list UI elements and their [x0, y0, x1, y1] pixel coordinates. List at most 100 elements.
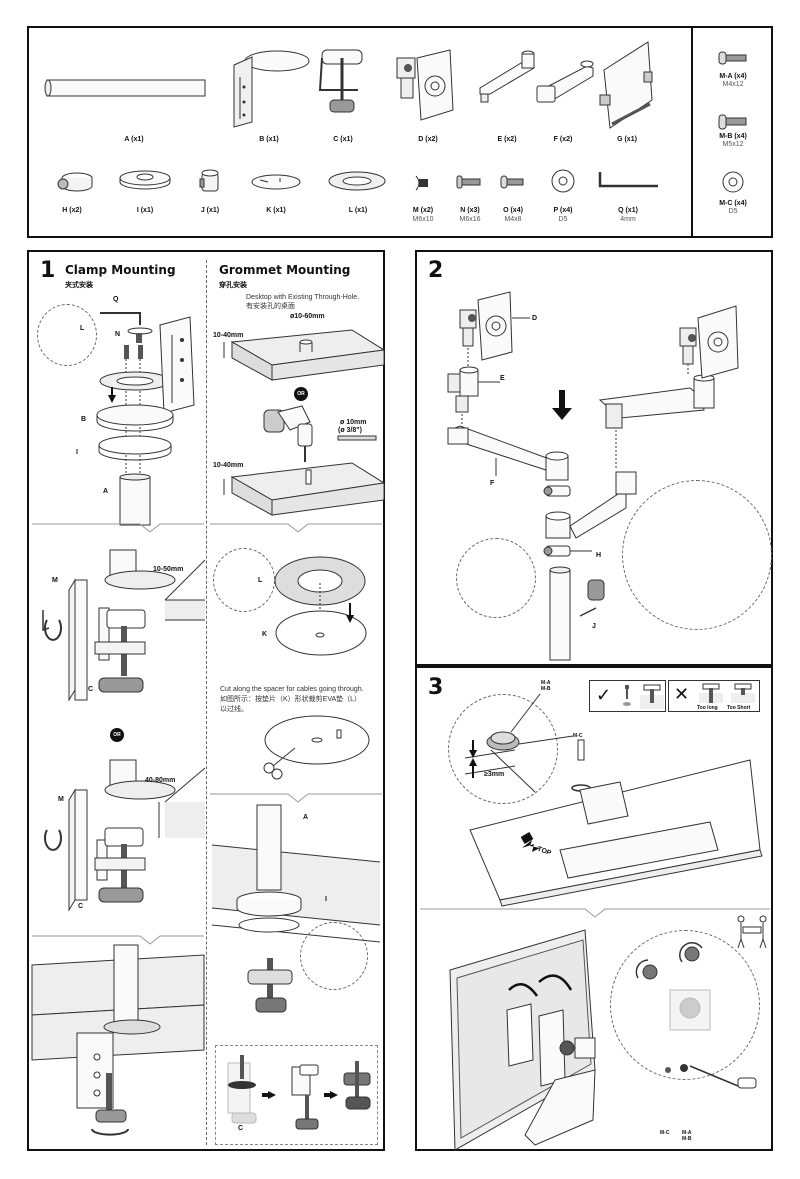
part-label-j: J (x1): [200, 207, 220, 214]
part-label-q: Q (x1): [618, 207, 638, 214]
part-a-pole: [44, 79, 206, 97]
part-label-e: E (x2): [497, 136, 517, 143]
part-spec-q: 4mm: [620, 216, 636, 223]
part-m-screw: [415, 175, 428, 191]
cut-note-cn-1: 如图所示：按垫片（K）形状裁剪EVA垫（L）: [220, 696, 362, 703]
callout-e: E: [500, 375, 505, 382]
screw-depth-detail: [464, 693, 574, 793]
cut-note-cn-2: 以过线。: [220, 706, 248, 713]
desk-drilled: [223, 462, 386, 516]
callout-q: Q: [113, 296, 119, 303]
part-label-mc: M-C (x4): [719, 200, 747, 207]
part-label-p: P (x4): [553, 207, 573, 214]
min-screw-depth: ≥3mm: [484, 771, 505, 778]
part-label-b: B (x1): [259, 136, 279, 143]
callout-c-2: C: [78, 903, 84, 910]
vesa-screw-detail: [635, 942, 757, 1089]
callout-mab-2: M-A M-B: [682, 1130, 691, 1142]
part-p-washer: [551, 169, 575, 193]
part-label-g: G (x1): [617, 136, 637, 143]
part-label-i: I (x1): [136, 207, 154, 214]
section-divider-chevron-5: [420, 908, 770, 918]
part-j-cable-clip: [199, 169, 219, 192]
part-k-spacer: [251, 174, 301, 190]
part-spec-p: D5: [558, 216, 568, 223]
part-label-mb: M-B (x4): [719, 133, 747, 140]
callout-n: N: [115, 331, 121, 338]
monitor-mount-diagram: [449, 929, 596, 1151]
clamp-range-10-50: 10-50mm: [153, 566, 184, 573]
part-spec-mc: D5: [728, 208, 738, 215]
part-g-cover: [599, 41, 653, 129]
callout-l: L: [80, 325, 85, 332]
screw-too-short-icon: [731, 683, 755, 703]
grommet-note-en: Desktop with Existing Through-Hole.: [246, 294, 360, 301]
grommet-install-diagram: [211, 804, 381, 1013]
grommet-note-cn: 有安装孔的桌面: [246, 303, 295, 310]
part-ma-screw: [718, 51, 747, 65]
clamp-install-10-50: [42, 549, 206, 702]
part-c-clamp: [318, 49, 363, 113]
detail-circle-collar: [456, 538, 536, 618]
callout-l-grommet: L: [258, 577, 263, 584]
grommet-mounting-title-cn: 穿孔安装: [219, 282, 247, 289]
check-icon: ✓: [596, 685, 612, 705]
detail-circle-vesa-screws: [610, 930, 760, 1080]
clamp-mounting-title-cn: 夹式安装: [65, 282, 93, 289]
or-badge-grommet: OR: [294, 387, 308, 401]
cut-spacer-illustration: [263, 715, 370, 780]
parts-divider: [691, 27, 693, 237]
wrong-screw-box: ✕ Too long Too Short: [668, 680, 760, 712]
part-label-d: D (x2): [418, 136, 438, 143]
part-f-arm: [536, 60, 594, 103]
correct-screw-box: ✓: [589, 680, 666, 712]
cut-note-en: Cut along the spacer for cables going th…: [220, 686, 364, 693]
part-h-collar: [57, 172, 93, 192]
callout-a: A: [103, 488, 109, 495]
part-e-arm: [479, 50, 535, 103]
part-n-screw: [456, 175, 481, 189]
part-label-m: M (x2): [412, 207, 434, 214]
part-b-bracket: [233, 50, 310, 128]
part-label-k: K (x1): [266, 207, 286, 214]
callout-j: J: [592, 623, 596, 630]
clamp-mounting-title: Clamp Mounting: [65, 263, 176, 277]
detail-circle-l-grommet: [213, 548, 275, 612]
part-label-o: O (x4): [503, 207, 523, 214]
detail-box-clamp-conversion: [215, 1045, 378, 1145]
callout-mc-1: M-C: [573, 733, 583, 739]
screw-too-long-icon: [699, 683, 723, 703]
part-mc-washer: [722, 171, 744, 193]
part-spec-o: M4x8: [504, 216, 522, 223]
clamp-final-installed: [31, 944, 205, 1136]
step1-number: 1: [40, 258, 56, 283]
part-label-ma: M-A (x4): [719, 73, 747, 80]
too-short-label: Too Short: [727, 705, 751, 711]
part-spec-ma: M4x12: [722, 81, 744, 88]
callout-mb: M-B: [541, 686, 551, 692]
part-spec-mb: M5x12: [722, 141, 744, 148]
desk-with-hole: [223, 329, 386, 381]
clamp-conversion-steps: [227, 1055, 371, 1130]
drill-diameter-inch: (ø 3/8"): [338, 427, 362, 434]
callout-c-grommet: C: [238, 1125, 244, 1132]
callout-a-grommet: A: [303, 814, 309, 821]
part-label-n: N (x3): [460, 207, 480, 214]
callout-k: K: [262, 631, 268, 638]
detail-circle-screw-depth: [448, 694, 558, 804]
cross-icon: ✕: [674, 684, 690, 704]
callout-ma-2: M-A: [682, 1130, 692, 1136]
clamp-exploded-diagram: [96, 312, 195, 526]
grommet-mounting-title: Grommet Mounting: [219, 263, 351, 277]
or-badge-clamp: OR: [110, 728, 124, 742]
spacer-and-pad: [274, 556, 367, 656]
callout-m-2: M: [58, 796, 64, 803]
callout-f: F: [490, 480, 495, 487]
section-divider-chevron-3: [210, 523, 382, 533]
part-label-l: L (x1): [348, 207, 368, 214]
callout-c-1: C: [88, 686, 94, 693]
callout-m-1: M: [52, 577, 58, 584]
section-divider-chevron-4: [210, 793, 382, 803]
step3-number: 3: [428, 675, 444, 700]
clamp-range-40-80: 40-80mm: [145, 777, 176, 784]
